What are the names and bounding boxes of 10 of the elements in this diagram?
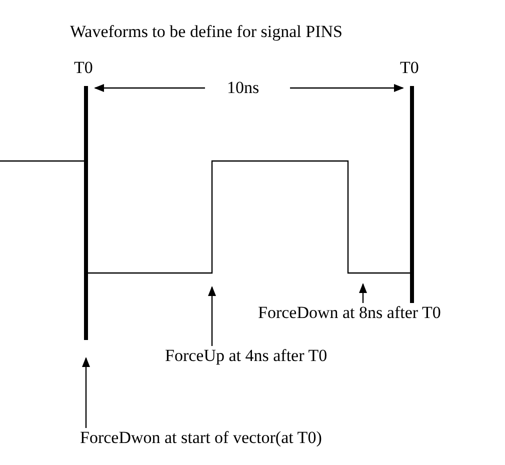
- diagram-title: Waveforms to be define for signal PINS: [70, 22, 342, 42]
- annotation-text: ForceUp at 4ns after T0: [165, 346, 328, 366]
- annotation-text: ForceDown at 8ns after T0: [258, 303, 441, 323]
- dimension-label: 10ns: [227, 78, 260, 98]
- annotation-text: ForceDwon at start of vector(at T0): [80, 428, 322, 448]
- time-marker-label: T0: [74, 58, 93, 78]
- leader-line: [208, 286, 216, 346]
- time-marker-label: T0: [400, 58, 419, 78]
- leader-line: [82, 357, 90, 428]
- leader-line: [359, 283, 367, 303]
